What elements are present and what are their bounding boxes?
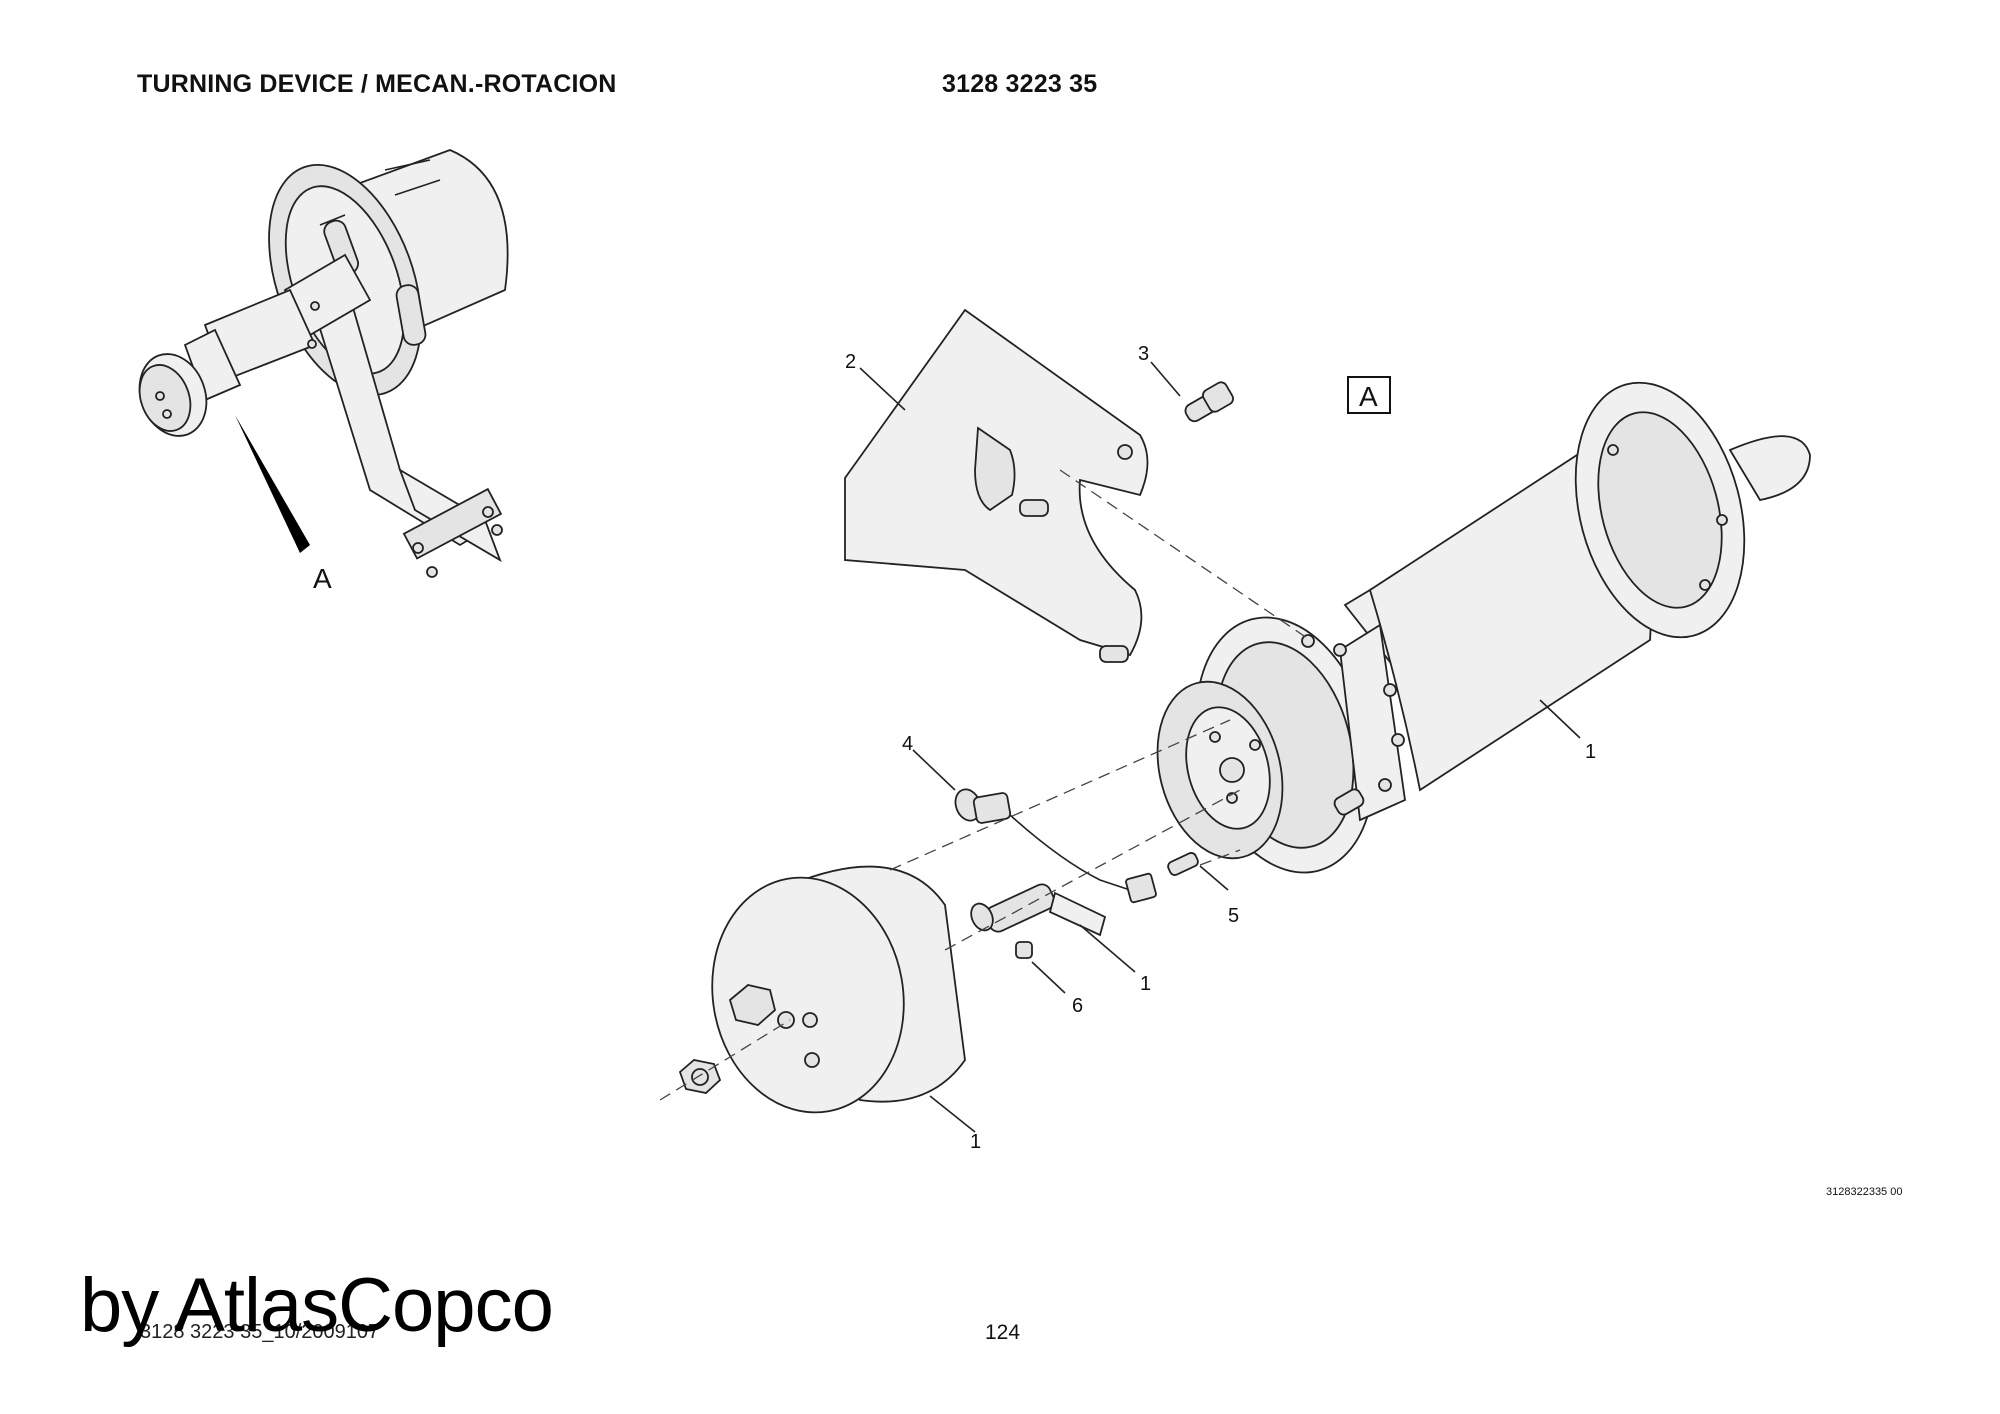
callout-1-cable: 1 <box>1140 973 1151 995</box>
sensor-cable-part <box>970 883 1107 937</box>
view-a-label: A <box>313 563 332 594</box>
cover-part <box>711 865 966 1114</box>
page-title: TURNING DEVICE / MECAN.-ROTACION <box>137 70 617 98</box>
callout-3: 3 <box>1138 343 1149 365</box>
view-a-boxed-label: A <box>1359 381 1378 412</box>
sensor-part <box>954 788 1157 904</box>
callout-5: 5 <box>1228 905 1239 927</box>
callout-6: 6 <box>1072 995 1083 1017</box>
part-number: 3128 3223 35 <box>942 70 1098 98</box>
overview-assembly: A <box>138 149 509 594</box>
screw-5-part <box>1167 852 1199 876</box>
callout-4: 4 <box>902 733 913 755</box>
callout-1-cylinder: 1 <box>1585 741 1596 763</box>
figure-code: 3128322335 00 <box>1826 1186 1903 1198</box>
screw-part <box>1184 381 1234 423</box>
turning-device-cylinder <box>1156 381 1811 874</box>
nut-6-part <box>1015 941 1033 959</box>
view-a-box <box>1347 376 1391 414</box>
page-number: 124 <box>985 1321 1021 1344</box>
callout-1-cover: 1 <box>970 1131 981 1153</box>
watermark: by AtlasCopco <box>80 1263 554 1348</box>
footer-document-code: 3128 3223 35_10/2009107 <box>140 1321 380 1343</box>
callout-2: 2 <box>845 351 856 373</box>
bracket-part <box>844 308 1149 663</box>
